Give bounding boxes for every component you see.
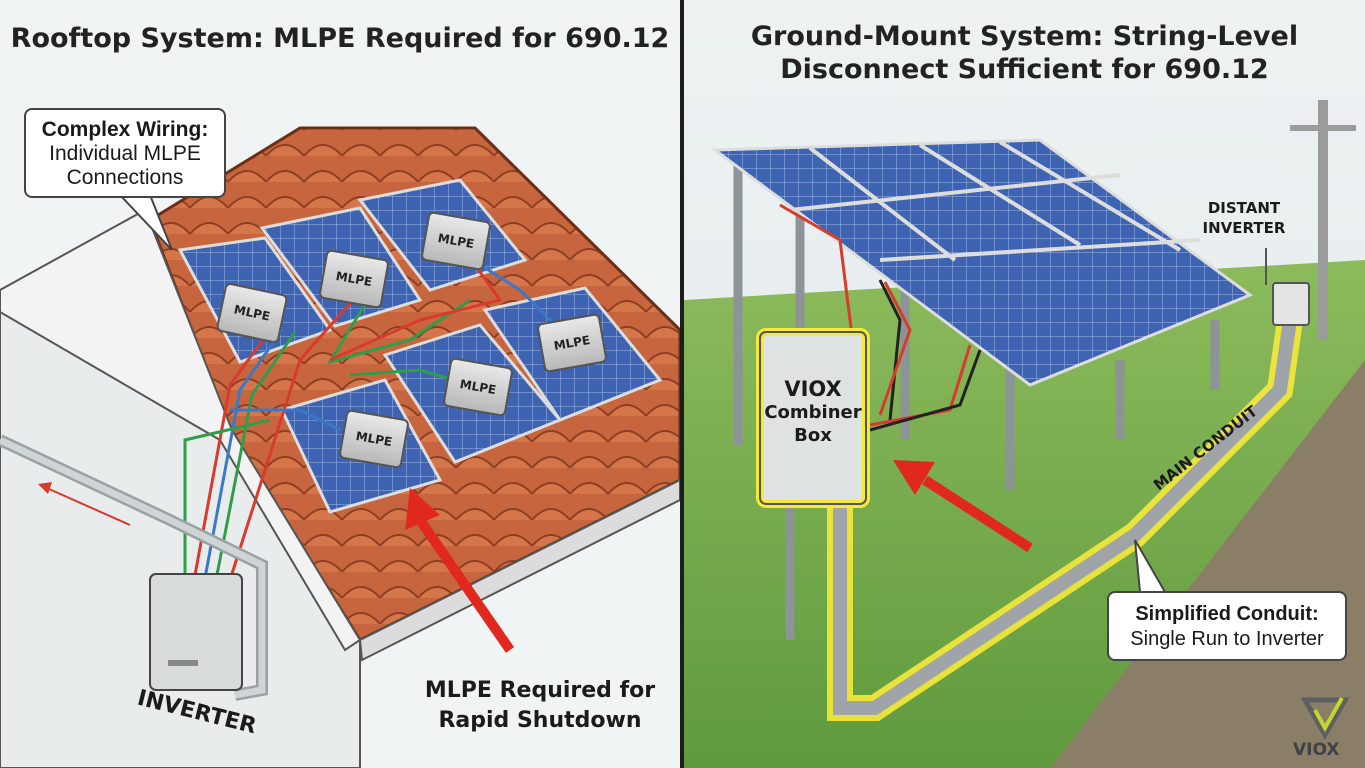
inverter-line: DISTANT [1207,199,1281,217]
utility-pole [1318,100,1328,340]
callout-line: Individual MLPE [49,142,201,165]
mlpe-device: MLPE [318,248,390,310]
right-title-line: Disconnect Sufficient for 690.12 [780,54,1269,85]
roof-fascia [0,208,362,652]
right-panel [684,0,1365,768]
combiner-line: Combiner [764,402,862,423]
inverter-box [149,573,243,691]
callout-heading: Simplified Conduit: [1135,603,1319,625]
distant-inverter-box [1272,282,1310,326]
red-arrow [922,475,1033,553]
inverter-line: INVERTER [1202,219,1286,237]
combiner-box-label: VIOX Combiner Box [760,378,866,447]
complex-wiring-callout: Complex Wiring: Individual MLPE Connecti… [24,108,226,198]
callout-line: Single Run to Inverter [1130,628,1324,650]
brand-name: VIOX [1293,740,1340,760]
callout-line: Connections [66,166,184,189]
panel-divider [680,0,684,768]
red-arrow [415,517,515,653]
mlpe-device: MLPE [338,408,410,470]
note-line: Rapid Shutdown [438,708,642,733]
mlpe-device: MLPE [420,210,492,272]
combiner-line: VIOX [784,377,842,401]
note-line: MLPE Required for [424,678,656,703]
dirt-path [1050,360,1365,768]
ground-array [710,138,1254,387]
viox-logo-icon [1300,697,1350,741]
mlpe-device: MLPE [442,356,514,418]
main-conduit [833,319,1297,715]
simplified-conduit-callout: Simplified Conduit: Single Run to Invert… [1107,591,1347,661]
right-title: Ground-Mount System: String-Level Discon… [684,20,1365,86]
distant-inverter-label: DISTANT INVERTER [1194,198,1294,238]
callout-heading: Complex Wiring: [41,118,209,141]
combiner-line: Box [794,425,832,446]
right-title-line: Ground-Mount System: String-Level [750,21,1299,52]
red-arrow-head [405,488,440,530]
red-arrow-head [893,460,935,495]
mlpe-required-note: MLPE Required for Rapid Shutdown [420,676,660,736]
left-title: Rooftop System: MLPE Required for 690.12 [10,23,670,54]
